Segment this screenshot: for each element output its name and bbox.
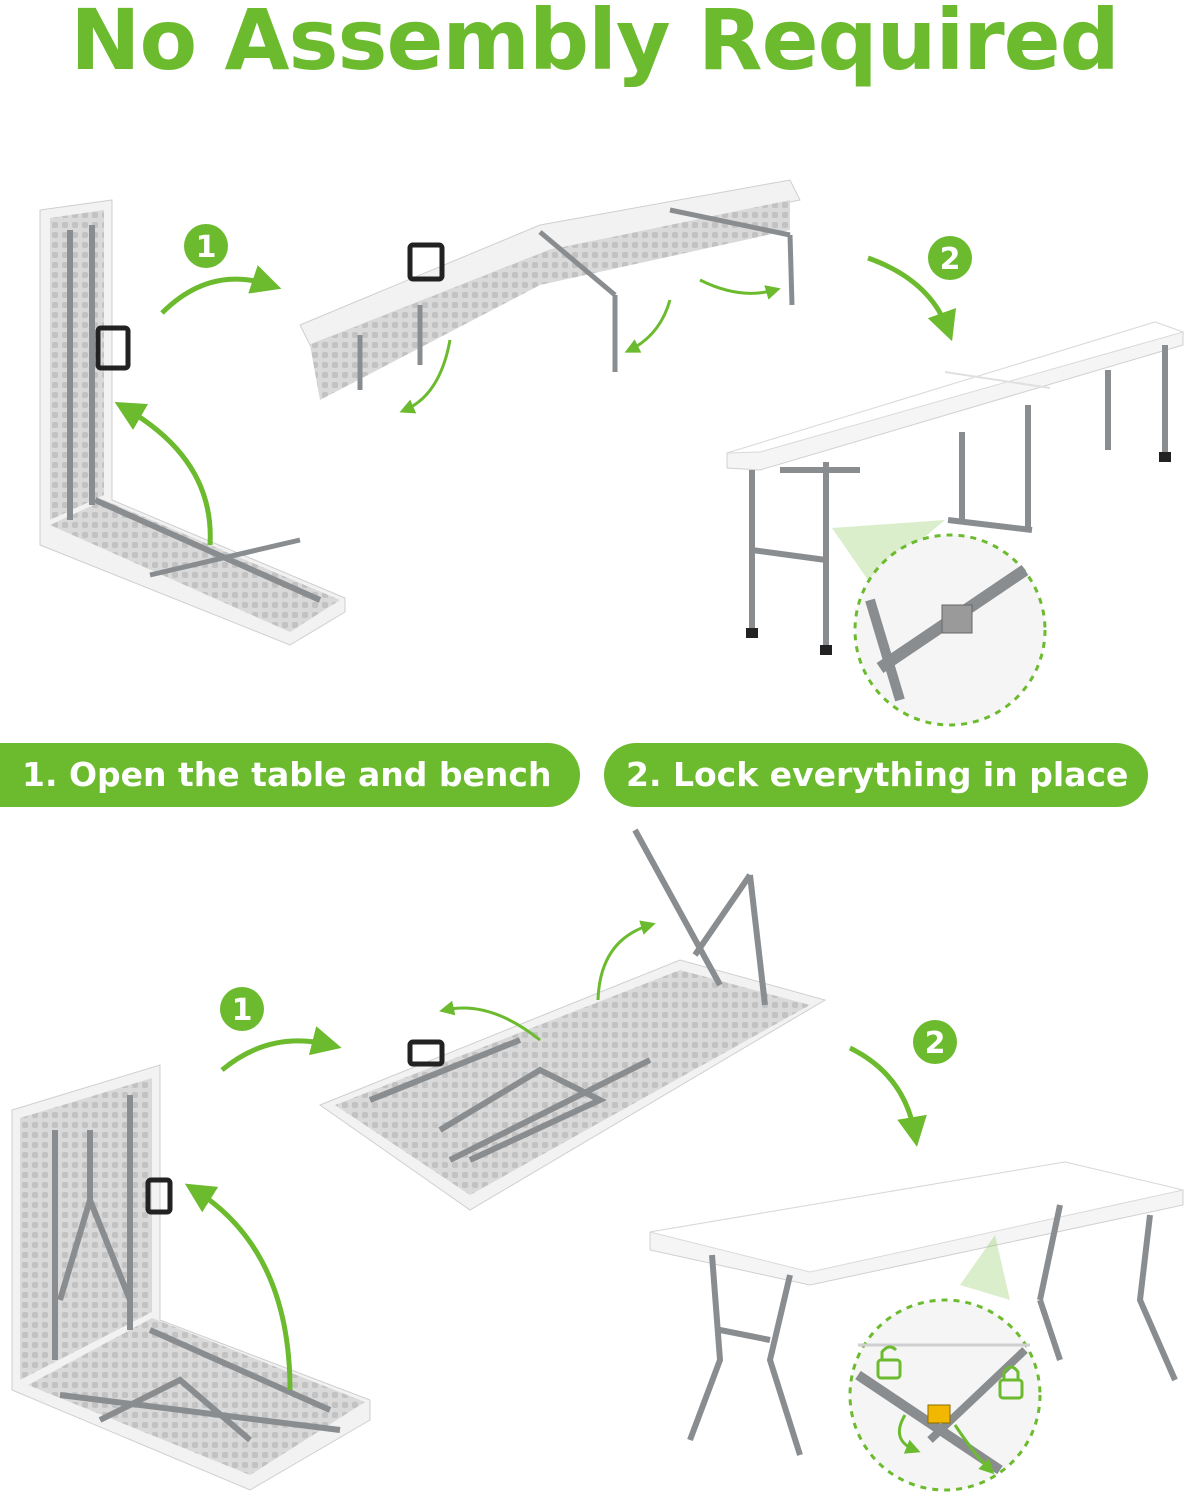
step-badge-1: 1 [220,987,264,1031]
step-badge-2: 2 [913,1020,957,1064]
step-2-label: 2. Lock everything in place [604,743,1148,807]
step-badge-1: 1 [184,224,228,268]
svg-text:1: 1 [196,230,217,265]
svg-text:2: 2 [940,242,961,277]
unfolding-bench-illustration [299,179,801,400]
unfolding-table-illustration [318,828,827,1211]
unfolded-table-illustration [649,1161,1184,1492]
folded-bench-illustration [39,199,346,646]
page-title: No Assembly Required [70,0,1120,89]
step-1-label: 1. Open the table and bench [0,743,580,807]
svg-text:1: 1 [232,993,253,1028]
curved-arrow-icon [184,920,927,1391]
step-badge-2: 2 [928,236,972,280]
zoom-callout-lock [848,1298,1042,1492]
unlock-icon [876,1345,902,1380]
folded-table-illustration [11,1064,371,1491]
unfolded-bench-illustration [726,321,1185,727]
lock-icon [998,1365,1024,1400]
curved-arrow-icon [114,255,957,546]
svg-text:2: 2 [925,1026,946,1061]
